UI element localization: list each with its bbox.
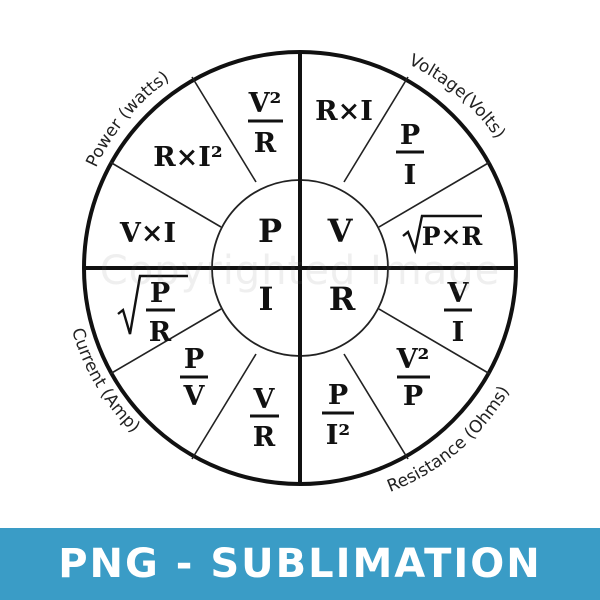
formula-sqrt-p-times-r: P×R bbox=[422, 222, 483, 251]
formula-r-times-i-squared: R×I² bbox=[153, 142, 223, 173]
banner-text: PNG - SUBLIMATION bbox=[58, 541, 542, 587]
formula-v2-over-p-denominator: P bbox=[403, 381, 423, 412]
ohms-law-wheel: P V I R V² R R×I² V×I R×I P I P×R P R P bbox=[67, 50, 518, 497]
wheel-diagram: P V I R V² R R×I² V×I R×I P I P×R P R P bbox=[67, 50, 518, 497]
formula-v-over-r-denominator: R bbox=[253, 422, 276, 453]
segment-separators bbox=[109, 76, 491, 460]
formula-v-over-i-numerator: V bbox=[447, 278, 470, 309]
center-letter-i: I bbox=[259, 280, 274, 318]
power-formulas: V² R R×I² V×I bbox=[119, 88, 283, 249]
center-letter-r: R bbox=[329, 280, 356, 318]
formula-p-over-i-denominator: I bbox=[404, 160, 417, 191]
formula-v-over-r-numerator: V bbox=[253, 384, 276, 415]
center-letter-v: V bbox=[327, 212, 354, 250]
current-formulas: P R P V V R bbox=[117, 274, 279, 453]
formula-p-over-i-numerator: P bbox=[400, 120, 420, 151]
formula-p-over-i2-denominator: I² bbox=[326, 420, 350, 451]
formula-v2-over-r-numerator: V² bbox=[248, 88, 282, 119]
formula-v2-over-r-denominator: R bbox=[254, 128, 277, 159]
formula-sqrt-p-over-r-denominator: R bbox=[149, 317, 172, 348]
center-letter-p: P bbox=[258, 212, 282, 250]
resistance-formulas: V I V² P P I² bbox=[322, 278, 472, 451]
sqrt-symbol bbox=[402, 214, 482, 255]
sublimation-banner: PNG - SUBLIMATION bbox=[0, 528, 600, 600]
formula-r-times-i: R×I bbox=[315, 96, 373, 127]
formula-p-over-i2-numerator: P bbox=[328, 380, 348, 411]
label-voltage: Voltage(Volts) bbox=[406, 50, 509, 142]
formula-p-over-v-numerator: P bbox=[184, 344, 204, 375]
formula-v-over-i-denominator: I bbox=[452, 317, 465, 348]
formula-p-over-v-denominator: V bbox=[183, 381, 206, 412]
formula-v-times-i: V×I bbox=[119, 218, 176, 249]
formula-v2-over-p-numerator: V² bbox=[396, 344, 430, 375]
label-current: Current (Amp) bbox=[67, 326, 144, 437]
sqrt-symbol bbox=[117, 274, 188, 335]
formula-sqrt-p-over-r-numerator: P bbox=[150, 278, 170, 309]
voltage-formulas: R×I P I P×R bbox=[315, 96, 483, 255]
